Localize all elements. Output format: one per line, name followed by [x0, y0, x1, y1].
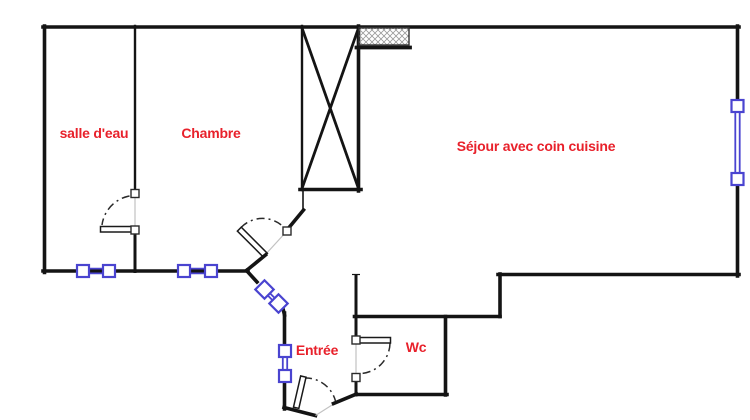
door-entree-arc [303, 377, 337, 402]
door-wc-leaf [358, 336, 392, 344]
window-chambre-bottom-icon [176, 263, 219, 279]
window-entree-left-icon [277, 343, 293, 384]
door-wc-arc [360, 343, 391, 375]
window-salle-deau-bottom-icon [75, 263, 117, 279]
x-braced-shaft-icon [298, 24, 363, 193]
hatched-duct-icon [354, 26, 412, 50]
room-label-sejour: Séjour avec coin cuisine [456, 138, 616, 154]
room-label-entree: Entrée [295, 342, 339, 358]
wall-chambre-corner-lower [243, 252, 269, 274]
window-sejour-right-icon [730, 98, 745, 187]
door-wc-jamb-top [351, 335, 361, 345]
door-salle-deau-arc [101, 195, 130, 226]
wall-entree-nub [331, 391, 359, 406]
door-wc-jamb-bottom [351, 372, 361, 383]
wall-entree-bottom [281, 405, 318, 418]
room-label-wc: Wc [405, 339, 427, 355]
door-salle-deau-jamb-bottom [130, 225, 140, 235]
door-chambre-jamb [282, 226, 292, 236]
room-label-chambre: Chambre [181, 125, 241, 141]
door-chambre-arc [240, 217, 286, 230]
window-entree-diagonal-icon [253, 278, 290, 315]
door-entree-leaf [292, 375, 307, 410]
door-salle-deau-leaf [99, 225, 135, 233]
door-salle-deau-jamb-top [130, 188, 140, 199]
room-label-salle-deau: salle d'eau [59, 125, 129, 141]
door-chambre-leaf [236, 226, 269, 259]
